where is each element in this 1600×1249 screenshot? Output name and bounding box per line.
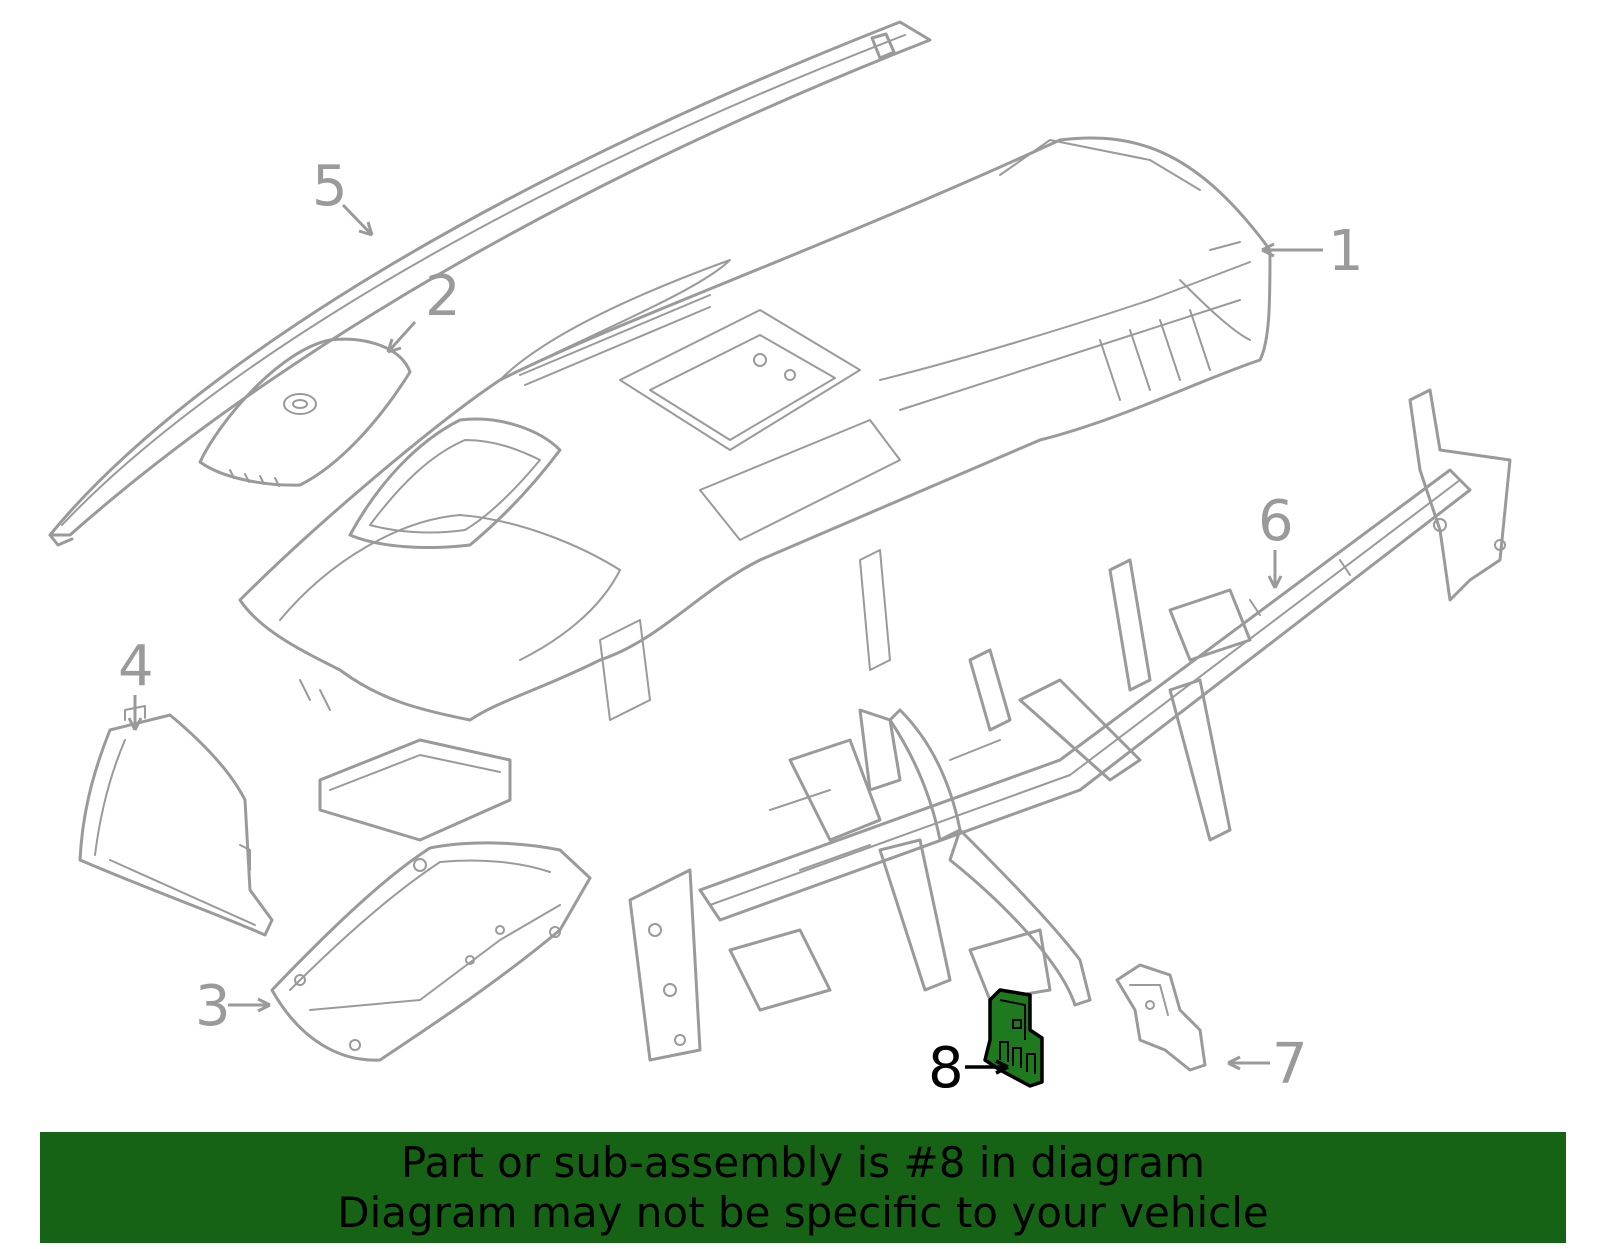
callout-6: 6 (1258, 489, 1294, 554)
leader-7-arrow (1227, 1055, 1241, 1071)
callout-5: 5 (312, 154, 348, 219)
callout-3: 3 (195, 974, 231, 1039)
part-3-glove-box (270, 841, 592, 1062)
callout-1: 1 (1328, 219, 1364, 284)
part-5-defroster-trim (48, 20, 932, 547)
leader-8-arrow (995, 1059, 1009, 1075)
leader-2 (386, 320, 417, 354)
leader-1-arrow (1261, 242, 1275, 258)
info-banner: Part or sub-assembly is #8 in diagram Di… (40, 1132, 1566, 1243)
part-2-cover-panel (198, 337, 412, 487)
banner-line-1: Part or sub-assembly is #8 in diagram (400, 1137, 1206, 1187)
leader-5 (341, 203, 374, 237)
banner-line-2: Diagram may not be specific to your vehi… (337, 1187, 1269, 1237)
callout-8: 8 (928, 1036, 964, 1101)
callout-4: 4 (118, 634, 154, 699)
part-1-instrument-panel (238, 136, 1272, 842)
leader-4-arrow (127, 717, 143, 731)
callout-2: 2 (425, 264, 461, 329)
leader-6-arrow (1267, 575, 1283, 589)
leader-5-arrow (358, 221, 374, 237)
part-6-cross-beam (628, 388, 1512, 1062)
parts-diagram: 1 2 3 4 5 6 7 8 (48, 20, 1512, 1101)
callout-7: 7 (1272, 1032, 1308, 1097)
part-8-highlighted-bracket (983, 988, 1044, 1088)
part-4-side-cover (78, 705, 274, 937)
leader-3-arrow (257, 997, 271, 1013)
leader-2-arrow (386, 338, 402, 354)
part-7-bracket (1115, 963, 1207, 1072)
